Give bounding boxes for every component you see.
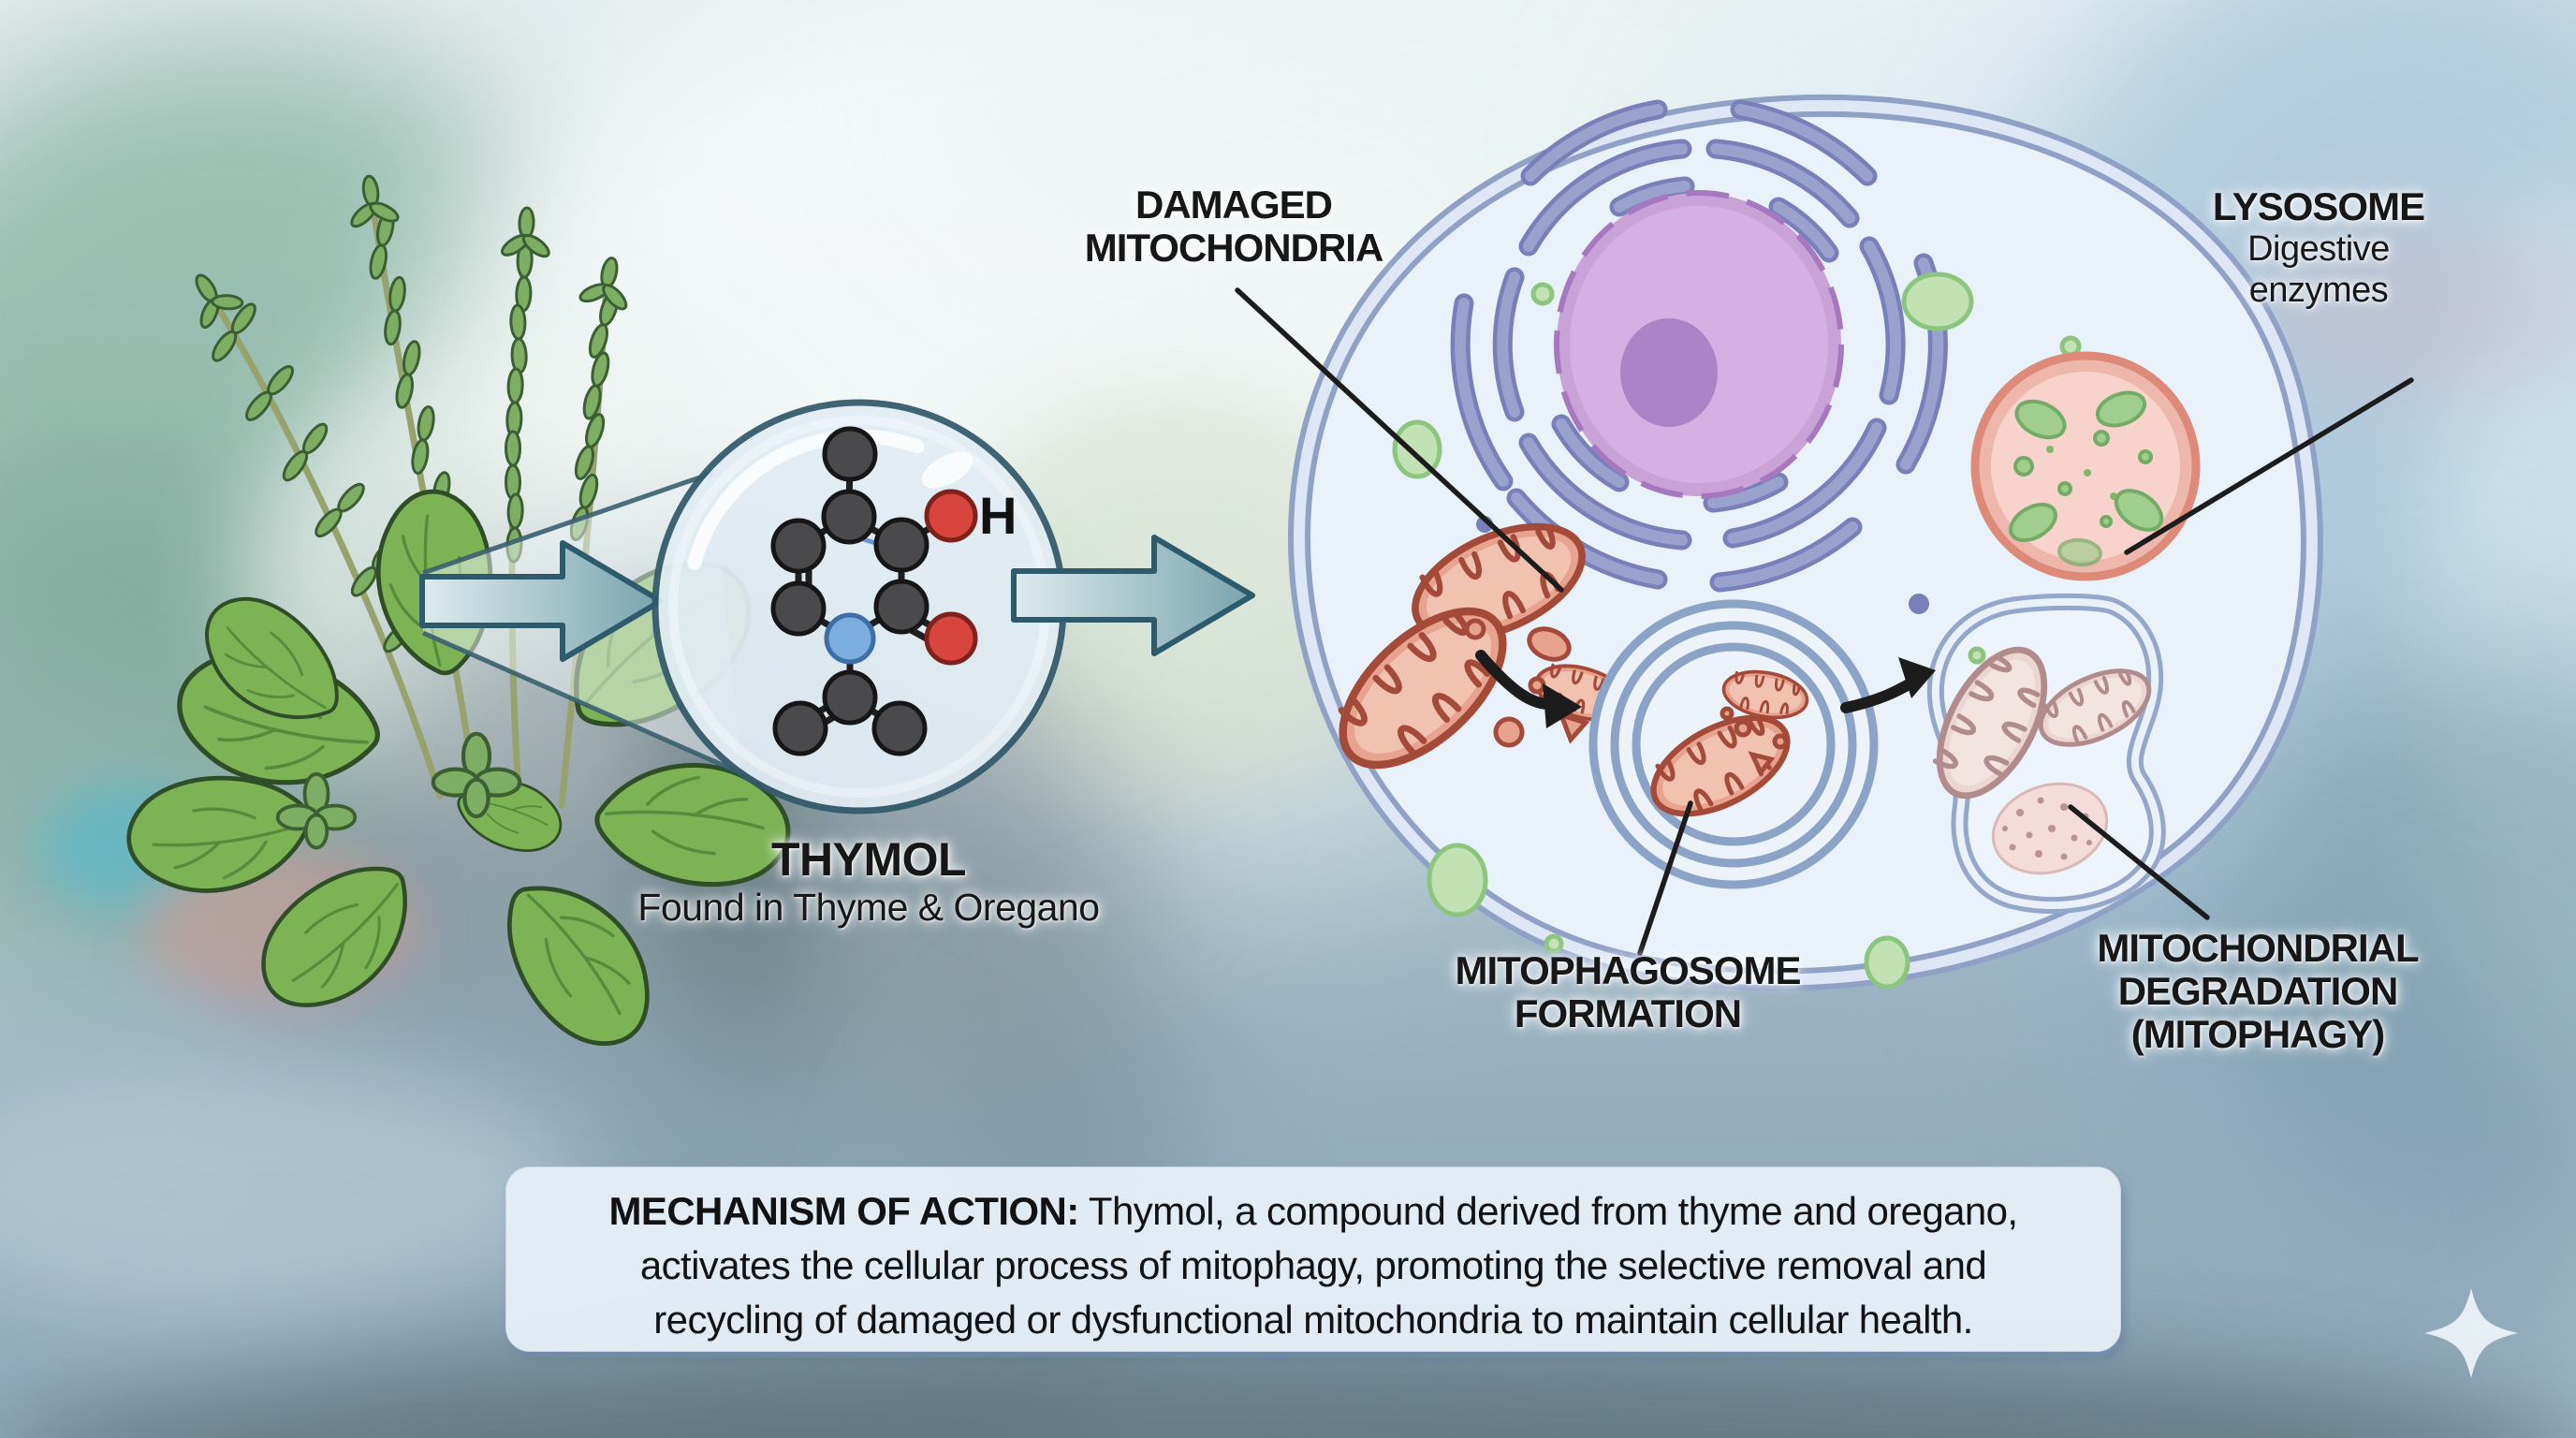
nucleus — [1554, 190, 1844, 499]
magnifier-callout — [422, 399, 1252, 814]
label-line: LYSOSOME — [2212, 184, 2425, 228]
label-line: DAMAGED — [1134, 183, 1333, 227]
mechanism-line-3: recycling of damaged or dysfunctional mi… — [653, 1298, 1973, 1342]
nitrogen-atom — [824, 612, 876, 665]
label-lysosome: LYSOSOME Digestive enzymes — [2212, 184, 2425, 311]
label-mitophagosome-formation: MITOPHAGOSOME FORMATION — [1455, 948, 1802, 1035]
label-line: enzymes — [2248, 271, 2389, 310]
carbonyl-oxygen-atom — [924, 611, 978, 666]
mechanism-line-2: activates the cellular process of mitoph… — [639, 1243, 1987, 1287]
hydrogen-label: H — [979, 486, 1017, 545]
label-line: MITOCHONDRIAL — [2097, 926, 2419, 970]
cytoplasm-vesicles — [1392, 271, 2082, 990]
thymol-subtitle: Found in Thyme & Oregano — [637, 886, 1100, 929]
label-line: (MITOPHAGY) — [2130, 1012, 2386, 1056]
mechanism-line-1: MECHANISM OF ACTION: Thymol, a compound … — [506, 1184, 2120, 1239]
label-thymol: THYMOL Found in Thyme & Oregano — [637, 833, 1100, 931]
lysosome — [1970, 351, 2201, 581]
mechanism-heading: MECHANISM OF ACTION: — [608, 1189, 1080, 1233]
label-line: Digestive — [2247, 229, 2390, 269]
mechanism-line-1-rest: Thymol, a compound derived from thyme an… — [1078, 1189, 2018, 1233]
label-line: MITOCHONDRIA — [1084, 226, 1384, 270]
sparkle-icon — [2424, 1288, 2518, 1378]
cell-diagram — [1235, 95, 2414, 991]
mechanism-of-action-box: MECHANISM OF ACTION: Thymol, a compound … — [505, 1167, 2121, 1352]
label-line: FORMATION — [1514, 991, 1742, 1035]
process-arrows — [1475, 650, 1936, 728]
nucleolus — [1620, 318, 1718, 427]
thymol-molecule: H — [770, 426, 1017, 756]
label-line: DEGRADATION — [2117, 969, 2399, 1013]
label-mitochondrial-degradation: MITOCHONDRIAL DEGRADATION (MITOPHAGY) — [2097, 926, 2419, 1056]
label-damaged-mitochondria: DAMAGED MITOCHONDRIA — [1084, 183, 1384, 270]
damaged-mitochondria — [1315, 504, 1634, 793]
digestive-enzymes — [2009, 390, 2164, 567]
mitophagosome — [1588, 599, 1879, 889]
thymol-title: THYMOL — [770, 833, 967, 886]
label-line: MITOPHAGOSOME — [1455, 948, 1802, 992]
hydroxyl-oxygen-atom — [924, 489, 978, 543]
pointer-lines — [1235, 287, 2414, 956]
